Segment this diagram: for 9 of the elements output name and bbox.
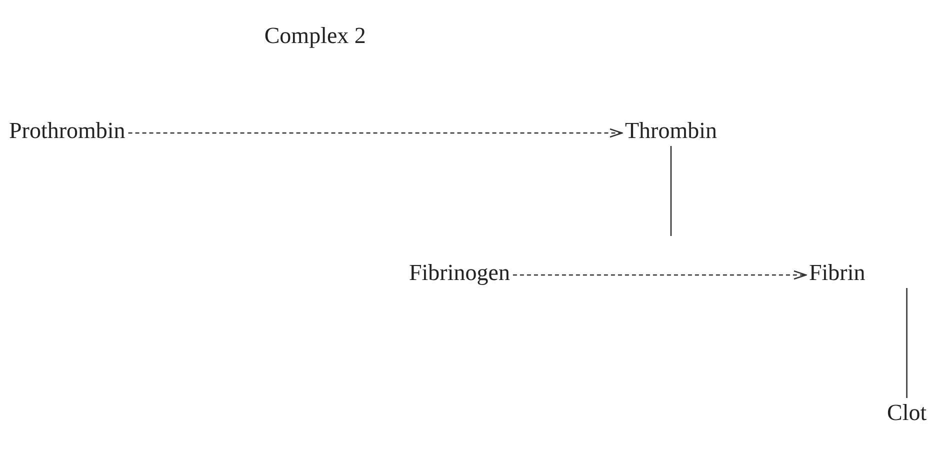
protein-label: Thrombin [622,116,720,146]
protein-label: Fibrinogen [406,258,513,288]
protein-label: Clot [884,398,930,428]
dashed-arrow [512,270,807,280]
dashed-arrow [128,128,623,138]
connector-line [670,146,672,236]
protein-label: Fibrin [806,258,868,288]
connector-line [906,288,908,398]
protein-label: Prothrombin [6,116,128,146]
